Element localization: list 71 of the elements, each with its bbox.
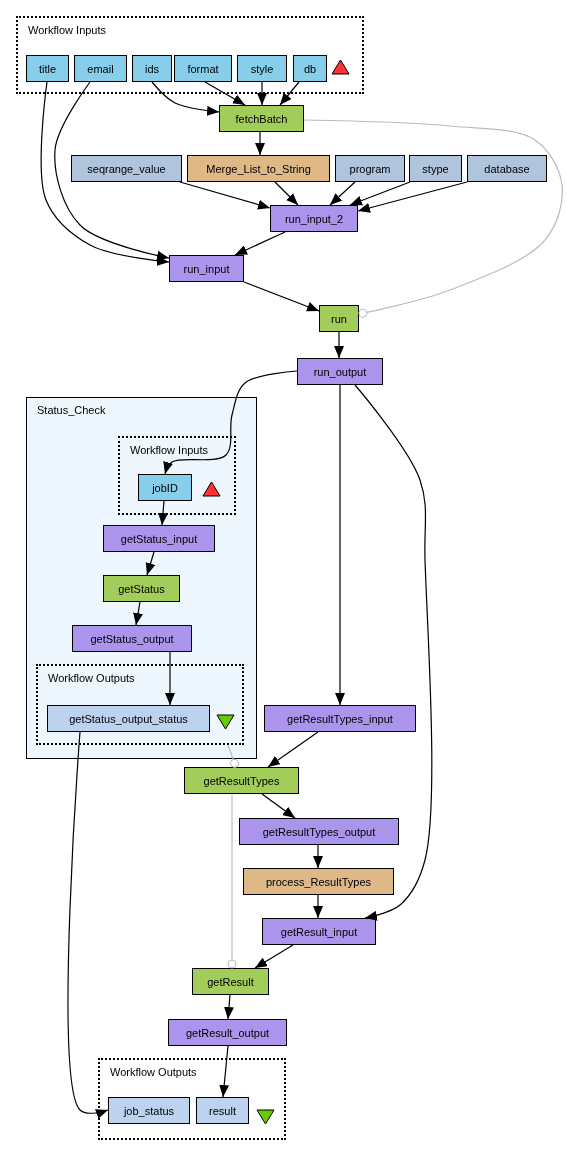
arrow <box>255 131 265 156</box>
arrow <box>329 181 356 206</box>
arrow <box>165 651 175 706</box>
arrow <box>357 181 468 213</box>
service-box: fetchBatch <box>219 105 304 132</box>
constant-box: database <box>467 155 547 182</box>
arrow <box>133 601 143 626</box>
control-link <box>227 793 237 969</box>
arrow <box>234 231 286 256</box>
arrow <box>279 81 300 106</box>
arrow <box>354 384 433 921</box>
input-port-box: title <box>26 55 69 82</box>
script-box: getResult_input <box>262 918 376 945</box>
group-title: Workflow Outputs <box>110 1066 197 1078</box>
script-box: run_input_2 <box>270 205 358 232</box>
input-port-box: ids <box>132 55 172 82</box>
group-title: Workflow Inputs <box>28 24 107 36</box>
script-box: getResultTypes_output <box>239 818 399 845</box>
service-box: getResultTypes <box>184 767 299 794</box>
service-box: run <box>319 305 359 332</box>
constant-box: stype <box>409 155 462 182</box>
arrow <box>67 731 109 1119</box>
local-worker-box: Merge_List_to_String <box>187 155 330 182</box>
arrow <box>267 731 319 768</box>
script-box: getStatus_output <box>72 625 192 652</box>
arrow <box>145 551 156 576</box>
arrow <box>349 181 411 206</box>
arrow <box>224 994 234 1020</box>
control-link <box>227 744 240 768</box>
port-group-frame <box>118 436 236 515</box>
constant-box: seqrange_value <box>71 155 182 182</box>
input-port-box: style <box>237 55 287 82</box>
output-port-box: job_status <box>108 1097 190 1124</box>
arrow <box>274 181 299 206</box>
script-box: getResult_output <box>168 1019 287 1046</box>
script-box: run_input <box>169 255 244 282</box>
input-port-box: format <box>174 55 232 82</box>
output-port-box: result <box>196 1097 249 1124</box>
arrow <box>158 500 168 526</box>
script-box: getResultTypes_input <box>264 705 416 732</box>
port-group-frame <box>16 16 364 94</box>
arrow <box>243 281 320 312</box>
arrow <box>313 844 323 869</box>
group-title: Workflow Inputs <box>130 444 209 456</box>
arrow <box>335 384 345 706</box>
port-group-frame <box>98 1058 286 1140</box>
local-worker-box: process_ResultTypes <box>243 868 394 895</box>
script-box: run_output <box>297 358 383 385</box>
input-port-box: db <box>293 55 327 82</box>
arrow <box>257 81 267 106</box>
arrow <box>151 81 220 116</box>
output-port-box: getStatus_output_status <box>47 705 210 732</box>
control-link <box>303 119 563 318</box>
port-group-frame <box>36 664 244 745</box>
input-port-box: jobID <box>138 474 192 501</box>
arrow <box>254 944 294 969</box>
input-port-box: email <box>74 55 127 82</box>
arrow <box>219 1045 230 1098</box>
arrow <box>163 370 298 475</box>
script-box: getStatus_input <box>103 525 215 552</box>
service-box: getResult <box>192 968 269 995</box>
group-title: Status_Check <box>37 404 106 416</box>
arrow <box>204 81 246 106</box>
arrow <box>261 793 296 819</box>
constant-box: program <box>335 155 405 182</box>
arrow <box>313 894 323 919</box>
nested-workflow-box <box>26 397 257 759</box>
arrow <box>179 181 271 210</box>
arrow <box>334 331 344 359</box>
group-title: Workflow Outputs <box>48 672 135 684</box>
service-box: getStatus <box>103 575 180 602</box>
